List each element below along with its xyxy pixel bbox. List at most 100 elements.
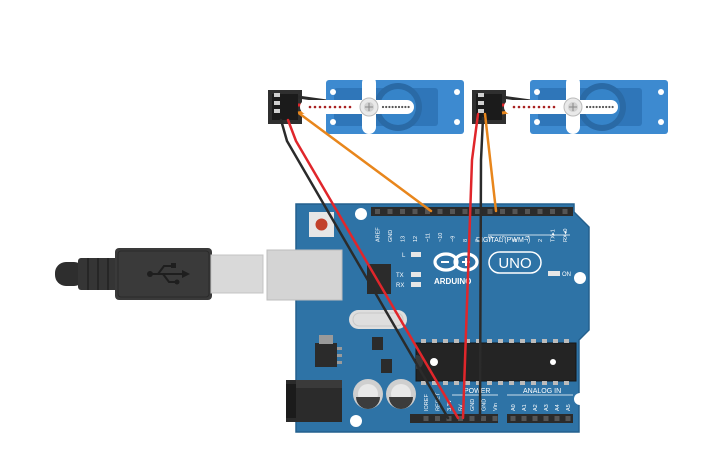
mounting-hole <box>355 208 367 220</box>
header-pin-hole[interactable] <box>525 209 530 214</box>
mounting-hole <box>574 393 586 405</box>
capacitor <box>353 379 383 409</box>
pin-label: TX▸1 <box>551 229 557 242</box>
header-pin-hole[interactable] <box>450 209 455 214</box>
header-pin-hole[interactable] <box>435 416 440 421</box>
wire-right-ground[interactable] <box>478 116 485 420</box>
header-pin-hole[interactable] <box>437 209 443 214</box>
led-rx-label: RX <box>396 283 404 289</box>
chip-pins <box>421 381 569 385</box>
chip-pin1-dot <box>430 358 438 366</box>
header-pin-hole[interactable] <box>423 416 429 421</box>
wire-left-signal[interactable] <box>298 112 433 213</box>
servo-motor-right <box>472 76 668 134</box>
led-rx <box>411 282 421 287</box>
header-pin-hole[interactable] <box>475 209 480 214</box>
header-pin-hole[interactable] <box>510 416 516 421</box>
wire-left-ground[interactable] <box>279 118 450 420</box>
header-pin-hole[interactable] <box>521 416 527 421</box>
usb-metal-shield <box>211 255 263 293</box>
chip-pins <box>421 339 569 343</box>
mounting-hole <box>350 415 362 427</box>
header-pin-hole[interactable] <box>532 416 538 421</box>
header-pin-hole[interactable] <box>543 416 549 421</box>
pin-label: GND <box>482 399 488 411</box>
pin-label: A0 <box>511 404 517 411</box>
header-pin-hole[interactable] <box>562 209 568 214</box>
smd-chip <box>372 337 383 350</box>
digital-header-label: DIGITAL (PWM~) <box>476 237 530 244</box>
power-header <box>410 414 498 423</box>
header-pin-hole[interactable] <box>487 209 493 214</box>
pin-label: A4 <box>555 404 561 411</box>
reset-button-cap[interactable] <box>315 218 328 231</box>
analog-pin-labels: A0 A1 A2 A3 A4 A5 <box>511 404 572 411</box>
pin-label: 5V <box>459 404 465 411</box>
pin-label: A3 <box>544 404 550 411</box>
wire-right-power[interactable] <box>461 112 480 420</box>
pin-label: 2 <box>538 239 544 242</box>
pin-label: IOREF <box>424 394 430 411</box>
digital-header <box>371 207 573 216</box>
header-pin-hole[interactable] <box>425 209 430 214</box>
pin-label: ~6 <box>488 236 494 242</box>
header-pin-hole[interactable] <box>565 416 571 421</box>
pin-label: ~11 <box>426 233 432 242</box>
board-model: UNO <box>498 255 531 272</box>
pin-label: ~10 <box>438 233 444 242</box>
led-tx <box>411 272 421 277</box>
pin-label: A2 <box>533 404 539 411</box>
analog-pin-holes <box>510 416 571 421</box>
pin-label: 4 <box>513 239 519 242</box>
usb-cable-end <box>55 262 85 286</box>
led-l-label: L <box>402 253 406 259</box>
pin-label: A1 <box>522 404 528 411</box>
power-header-label: POWER <box>464 388 490 395</box>
header-pin-hole[interactable] <box>492 416 498 421</box>
header-pin-hole[interactable] <box>387 209 393 214</box>
header-pin-hole[interactable] <box>412 209 418 214</box>
pin-label: ~9 <box>451 236 457 242</box>
led-on <box>548 271 560 276</box>
wire-right-signal[interactable] <box>483 112 498 213</box>
header-pin-hole[interactable] <box>550 209 555 214</box>
pin-label: 7 <box>476 239 482 242</box>
servo-horn[interactable] <box>300 100 414 114</box>
header-pin-hole[interactable] <box>537 209 543 214</box>
servo-horn[interactable] <box>504 100 618 114</box>
capacitor <box>386 379 416 409</box>
led-l <box>411 252 421 257</box>
pin-label: 12 <box>413 236 419 242</box>
analog-header <box>507 414 573 423</box>
led-tx-label: TX <box>396 273 404 279</box>
usb-symbol-icon <box>150 265 182 283</box>
mounting-hole <box>574 272 586 284</box>
header-pin-hole[interactable] <box>458 416 463 421</box>
pin-label: AREF <box>376 227 382 242</box>
pin-label: GND <box>388 230 394 242</box>
header-pin-hole[interactable] <box>481 416 486 421</box>
header-pin-hole[interactable] <box>375 209 380 214</box>
arduino-logo-icon <box>433 252 479 272</box>
pin-label: A5 <box>566 404 572 411</box>
analog-header-label: ANALOG IN <box>523 388 561 395</box>
pin-label: 8 <box>463 239 469 242</box>
pin-label: 13 <box>401 236 407 242</box>
header-pin-hole[interactable] <box>469 416 475 421</box>
pin-label: GND <box>470 399 476 411</box>
servo-motor-left <box>268 76 464 134</box>
header-pin-hole[interactable] <box>500 209 505 214</box>
header-pin-hole[interactable] <box>400 209 405 214</box>
atmega-microcontroller <box>416 343 576 381</box>
wire-left-power[interactable] <box>286 118 460 420</box>
pin-label: ~5 <box>501 236 507 242</box>
header-pin-hole[interactable] <box>462 209 468 214</box>
header-pin-hole[interactable] <box>512 209 518 214</box>
voltage-regulator <box>315 343 337 367</box>
uno-badge <box>488 251 542 274</box>
smd-chip <box>381 359 392 373</box>
header-pin-hole[interactable] <box>554 416 560 421</box>
board-brand: ARDUINO <box>434 277 471 286</box>
